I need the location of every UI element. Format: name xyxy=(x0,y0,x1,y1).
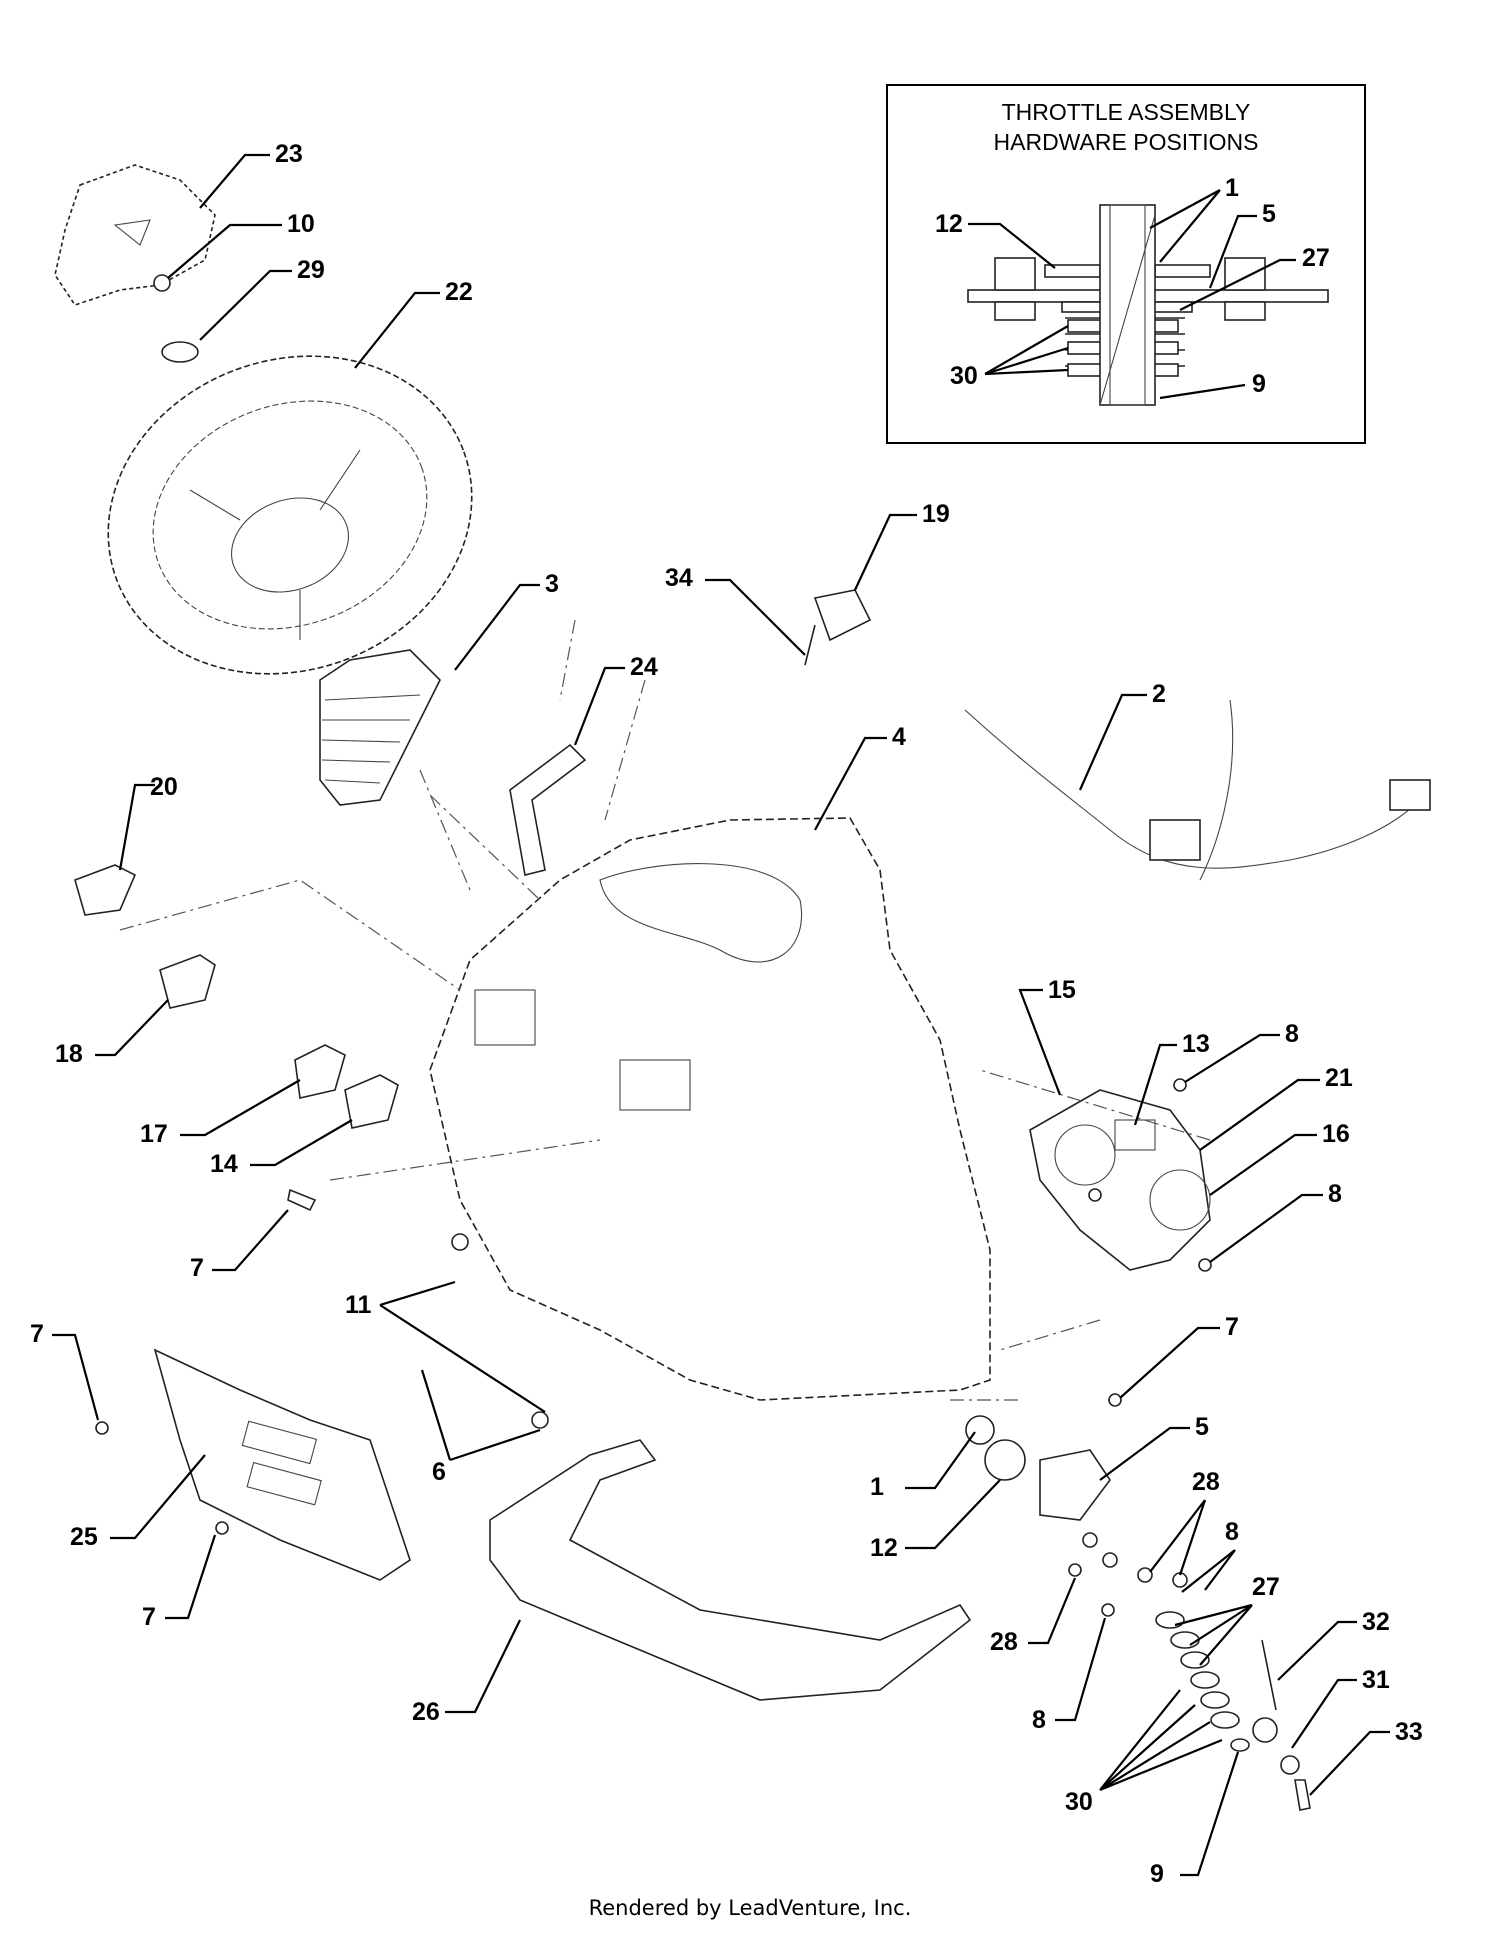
callout-16: 16 xyxy=(1322,1120,1350,1148)
callout-12: 12 xyxy=(870,1534,898,1562)
inset-callout-12: 12 xyxy=(935,210,963,238)
callout-18: 18 xyxy=(55,1040,83,1068)
callout-8-a: 8 xyxy=(1285,1020,1299,1048)
throttle-inset: THROTTLE ASSEMBLY HARDWARE POSITIONS 1 1… xyxy=(886,84,1366,444)
callout-4: 4 xyxy=(892,723,906,751)
callouts: 23 10 29 22 3 24 19 34 4 2 20 18 17 14 7… xyxy=(30,140,1423,1888)
callout-10: 10 xyxy=(287,210,315,238)
callout-23: 23 xyxy=(275,140,303,168)
callout-34: 34 xyxy=(665,564,693,592)
callout-11: 11 xyxy=(345,1291,372,1319)
inset-callout-9: 9 xyxy=(1252,370,1266,398)
callout-32: 32 xyxy=(1362,1608,1390,1636)
callout-25: 25 xyxy=(70,1523,98,1551)
callout-22: 22 xyxy=(445,278,473,306)
callout-6: 6 xyxy=(432,1458,446,1486)
callout-24: 24 xyxy=(630,653,658,681)
inset-callout-1: 1 xyxy=(1225,174,1239,202)
callout-1: 1 xyxy=(870,1473,884,1501)
callout-31: 31 xyxy=(1362,1666,1390,1694)
callout-14: 14 xyxy=(210,1150,238,1178)
callout-19: 19 xyxy=(922,500,950,528)
callout-29: 29 xyxy=(297,256,325,284)
inset-title-line1: THROTTLE ASSEMBLY xyxy=(1002,99,1251,125)
callout-15: 15 xyxy=(1048,976,1076,1004)
footer-credit: Rendered by LeadVenture, Inc. xyxy=(588,1896,912,1920)
callout-28-a: 28 xyxy=(1192,1468,1220,1496)
callout-5: 5 xyxy=(1195,1413,1209,1441)
callout-7-d: 7 xyxy=(1225,1313,1239,1341)
callout-17: 17 xyxy=(140,1120,168,1148)
callout-3: 3 xyxy=(545,570,559,598)
inset-callout-5: 5 xyxy=(1262,200,1276,228)
callout-7-c: 7 xyxy=(142,1603,156,1631)
callout-20: 20 xyxy=(150,773,178,801)
part-drawings xyxy=(54,164,1431,1811)
callout-28-b: 28 xyxy=(990,1628,1018,1656)
callout-7-a: 7 xyxy=(190,1254,204,1282)
callout-8-c: 8 xyxy=(1225,1518,1239,1546)
callout-26: 26 xyxy=(412,1698,440,1726)
callout-8-b: 8 xyxy=(1328,1180,1342,1208)
callout-7-b: 7 xyxy=(30,1320,44,1348)
inset-title-line2: HARDWARE POSITIONS xyxy=(994,129,1259,155)
callout-13: 13 xyxy=(1182,1030,1210,1058)
callout-2: 2 xyxy=(1152,680,1166,708)
callout-8-d: 8 xyxy=(1032,1706,1046,1734)
callout-30: 30 xyxy=(1065,1788,1093,1816)
callout-9: 9 xyxy=(1150,1860,1164,1888)
inset-callout-30: 30 xyxy=(950,362,978,390)
callout-33: 33 xyxy=(1395,1718,1423,1746)
inset-callout-27: 27 xyxy=(1302,244,1330,272)
callout-27: 27 xyxy=(1252,1573,1280,1601)
callout-21: 21 xyxy=(1325,1064,1353,1092)
